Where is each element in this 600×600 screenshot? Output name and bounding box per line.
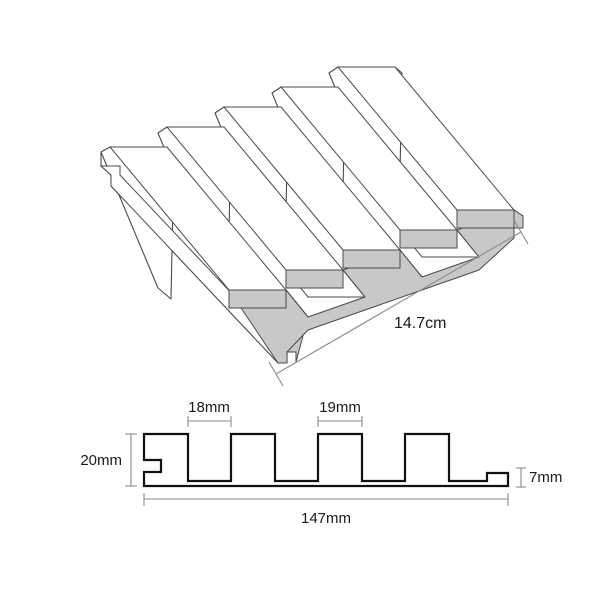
base-thickness-label: 7mm	[529, 469, 562, 486]
slat-4-end-face	[399, 229, 458, 249]
slat-3-end-face	[342, 249, 401, 269]
total-width-label: 147mm	[301, 510, 351, 527]
isometric-panel-view: 14.7cm	[99, 66, 529, 387]
height-dimension: 20mm	[80, 433, 137, 487]
slat-1-end-face	[228, 289, 287, 309]
groove-width-dimension: 18mm	[187, 399, 232, 427]
height-dim-label: 20mm	[80, 452, 122, 469]
panel-end-face	[227, 209, 524, 364]
slat-top-faces	[108, 66, 516, 291]
iso-dim-line	[275, 231, 522, 375]
iso-dim-tick-left	[268, 361, 284, 387]
section-profile-outline	[142, 432, 510, 488]
slat-width-label: 19mm	[319, 399, 361, 416]
iso-dim-tick-right	[513, 219, 529, 245]
total-width-dimension: 147mm	[143, 493, 509, 527]
iso-width-dimension: 14.7cm	[268, 219, 529, 387]
cross-section-profile: 20mm 18mm 19mm 7mm 147mm	[80, 399, 562, 527]
slat-5-end-face	[456, 209, 515, 229]
iso-width-label: 14.7cm	[394, 315, 446, 332]
groove-width-label: 18mm	[188, 399, 230, 416]
slat-2-end-face	[285, 269, 344, 289]
base-thickness-dimension: 7mm	[516, 467, 562, 488]
slat-width-dimension: 19mm	[317, 399, 363, 427]
